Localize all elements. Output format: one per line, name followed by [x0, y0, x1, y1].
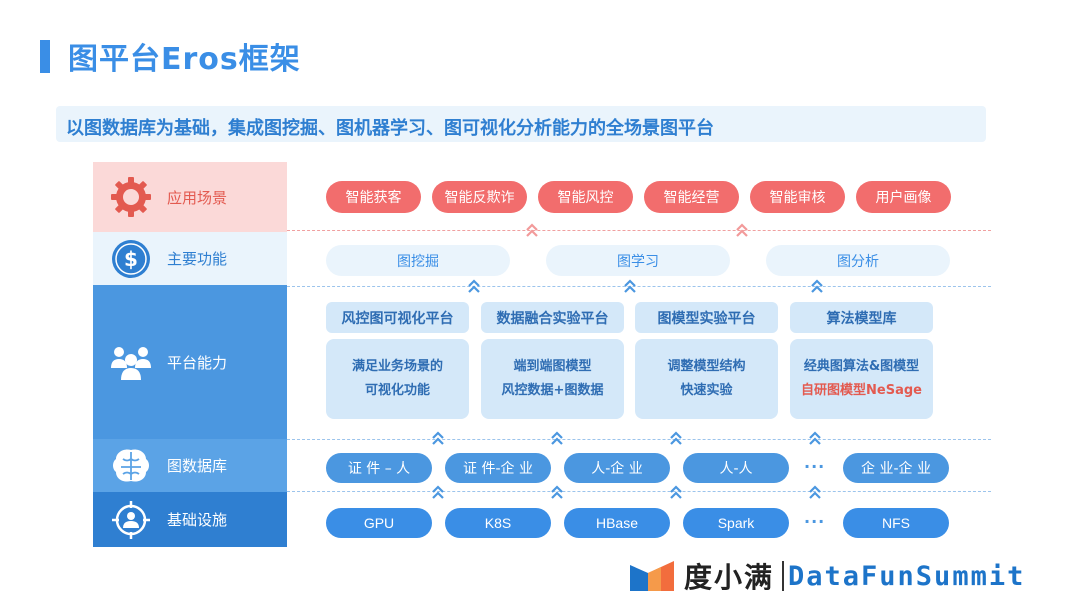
layer-separator	[287, 230, 991, 231]
function-pill: 图挖掘	[326, 245, 510, 276]
scene-pill: 智能获客	[326, 181, 421, 213]
up-chevron-icon	[811, 279, 823, 293]
svg-text:$: $	[124, 247, 138, 271]
platform-card-line: 风控数据+图数据	[501, 383, 604, 398]
platform-card-line: 调整模型结构	[667, 359, 746, 374]
scene-pill: 智能反欺诈	[432, 181, 527, 213]
title-accent-bar	[40, 40, 50, 73]
platform-card-line: 满足业务场景的	[351, 359, 443, 374]
layer-separator	[287, 491, 991, 492]
platform-card-title: 风控图可视化平台	[326, 302, 469, 333]
up-chevron-icon	[526, 223, 538, 237]
platform-card-body: 调整模型结构 快速实验	[635, 339, 778, 419]
gear-icon	[109, 175, 153, 219]
up-chevron-icon	[809, 485, 821, 499]
layer-label-db: 图数据库	[167, 457, 228, 475]
layer-label-func: 主要功能	[167, 250, 228, 268]
database-pill: 人-企 业	[564, 453, 670, 483]
layer-label-platform: 平台能力	[167, 353, 228, 372]
platform-card-line: 经典图算法&图模型	[803, 359, 920, 374]
people-icon	[109, 340, 153, 384]
up-chevron-icon	[468, 279, 480, 293]
function-pill: 图学习	[546, 245, 730, 276]
scene-pill: 智能经营	[644, 181, 739, 213]
brain-icon	[109, 444, 153, 488]
layer-db: 图数据库	[93, 439, 287, 492]
brand-summit: DataFunSummit	[788, 560, 1026, 592]
platform-card-title: 算法模型库	[790, 302, 933, 333]
platform-card-title: 数据融合实验平台	[481, 302, 624, 333]
layer-separator	[287, 286, 991, 287]
infra-pill: Spark	[683, 508, 789, 538]
layer-label-scene: 应用场景	[167, 188, 228, 207]
footer-brand: 度小满 DataFunSummit	[628, 556, 1025, 596]
layer-scene: 应用场景	[93, 162, 287, 232]
database-pill: 企 业-企 业	[843, 453, 949, 483]
scene-pill: 用户画像	[856, 181, 951, 213]
brand-name: 度小满	[684, 561, 775, 594]
duxiaoman-logo	[630, 561, 674, 591]
infra-more: ···	[804, 512, 826, 531]
up-chevron-icon	[736, 223, 748, 237]
layer-infra: 基础设施	[93, 492, 287, 547]
up-chevron-icon	[624, 279, 636, 293]
platform-card-line: 快速实验	[680, 383, 733, 398]
platform-card-highlight: 自研图模型NeSage	[801, 383, 922, 398]
subtitle-banner	[56, 106, 986, 142]
platform-card-body: 满足业务场景的 可视化功能	[326, 339, 469, 419]
platform-card-body: 端到端图模型 风控数据+图数据	[481, 339, 624, 419]
layer-platform: 平台能力	[93, 285, 287, 439]
brand-separator	[782, 561, 785, 591]
up-chevron-icon	[551, 431, 563, 445]
up-chevron-icon	[809, 431, 821, 445]
database-pill: 人-人	[683, 453, 789, 483]
target-user-icon	[109, 498, 153, 542]
platform-card-body: 经典图算法&图模型 自研图模型NeSage	[790, 339, 933, 419]
up-chevron-icon	[551, 485, 563, 499]
up-chevron-icon	[670, 431, 682, 445]
infra-pill: NFS	[843, 508, 949, 538]
layer-func: $ 主要功能	[93, 232, 287, 285]
up-chevron-icon	[670, 485, 682, 499]
scene-pill: 智能审核	[750, 181, 845, 213]
database-more: ···	[804, 457, 826, 476]
infra-pill: K8S	[445, 508, 551, 538]
page-title: 图平台Eros框架	[68, 42, 301, 77]
function-pill: 图分析	[766, 245, 950, 276]
database-pill: 证 件-企 业	[445, 453, 551, 483]
platform-card-line: 可视化功能	[364, 383, 430, 398]
page-subtitle: 以图数据库为基础，集成图挖掘、图机器学习、图可视化分析能力的全场景图平台	[66, 118, 714, 139]
up-chevron-icon	[432, 431, 444, 445]
scene-pill: 智能风控	[538, 181, 633, 213]
layer-separator	[287, 439, 991, 440]
platform-card-title: 图模型实验平台	[635, 302, 778, 333]
infra-pill: HBase	[564, 508, 670, 538]
database-pill: 证 件 – 人	[326, 453, 432, 483]
layer-label-infra: 基础设施	[167, 511, 228, 529]
dollar-icon: $	[109, 237, 153, 281]
up-chevron-icon	[432, 485, 444, 499]
infra-pill: GPU	[326, 508, 432, 538]
platform-card-line: 端到端图模型	[513, 359, 592, 374]
